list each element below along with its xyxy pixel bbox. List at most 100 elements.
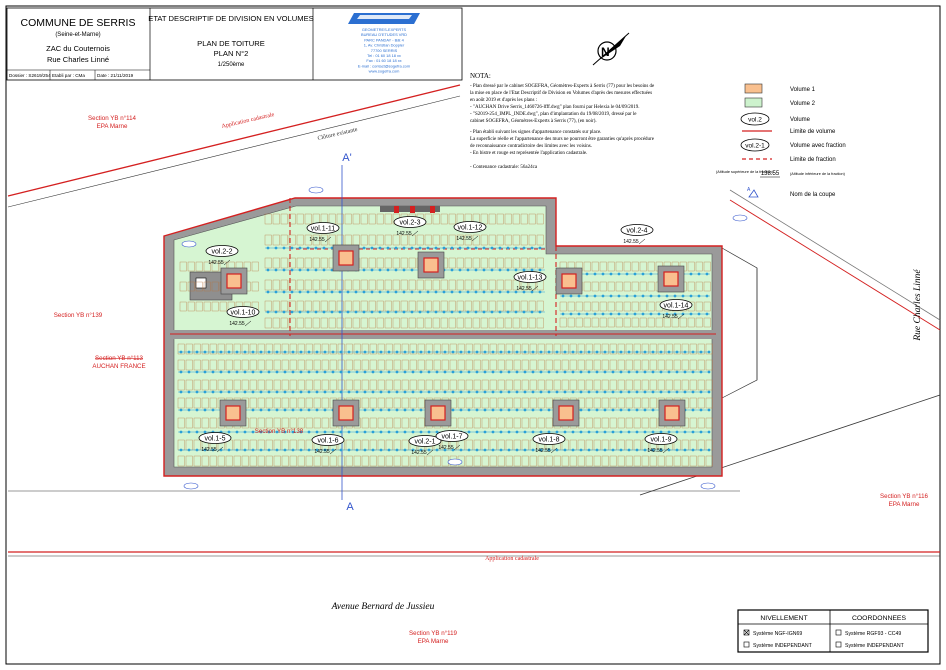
panel-cell — [609, 455, 617, 467]
panel-cell — [529, 417, 537, 429]
panel-cell — [457, 359, 465, 371]
panel-cell — [488, 234, 496, 246]
panel-cell — [393, 379, 401, 391]
panel-cell — [449, 343, 457, 355]
panel-cell — [280, 234, 288, 246]
nota-block: NOTA:- Plan dressé par le cabinet SOGEFR… — [470, 72, 655, 170]
panel-cell — [536, 317, 544, 329]
volume-ellipse — [408, 435, 442, 447]
panel-cell — [513, 379, 521, 391]
panel-cell — [251, 261, 259, 272]
panel-cell — [352, 279, 360, 291]
panel-cell — [528, 317, 536, 329]
panel-cell — [567, 317, 575, 328]
panel-cell — [177, 455, 185, 467]
panel-cell — [631, 281, 639, 292]
panel-cell — [585, 359, 593, 371]
panel-cell — [217, 359, 225, 371]
panel-cell — [225, 455, 233, 467]
nota-heading: NOTA: — [470, 72, 491, 80]
panel-cell — [513, 359, 521, 371]
panel-cell — [321, 343, 329, 355]
panel-cell — [408, 234, 416, 246]
panel-cell — [209, 455, 217, 467]
panel-cell — [489, 397, 497, 409]
firm-line: www.sogefra.com — [369, 69, 400, 74]
panel-cell — [641, 397, 649, 409]
panel-cell — [289, 455, 297, 467]
nota-line: - Contenance cadastrale: 56a24ca — [470, 165, 538, 170]
panel-cell — [433, 455, 441, 467]
panel-cell — [703, 261, 711, 272]
panel-cell — [703, 281, 711, 292]
volume1-block — [423, 257, 439, 273]
panel-cell — [195, 281, 203, 292]
panel-cell — [689, 359, 697, 371]
skylight-frame — [657, 265, 685, 293]
panel-cell — [456, 257, 464, 269]
panel-cell — [280, 213, 288, 225]
panel-cell — [328, 279, 336, 291]
panel-cell — [559, 317, 567, 328]
panel-cell — [465, 379, 473, 391]
panel-cell — [448, 213, 456, 225]
panel-cell — [457, 379, 465, 391]
panel-cell — [417, 359, 425, 371]
panel-cell — [673, 379, 681, 391]
panel-cell — [529, 359, 537, 371]
panel-cell — [665, 343, 673, 355]
panel-cell — [575, 301, 583, 312]
panel-cell — [361, 343, 369, 355]
panel-cell — [440, 317, 448, 329]
panel-cell — [513, 455, 521, 467]
panel-cell — [456, 234, 464, 246]
panel-cell — [689, 455, 697, 467]
section-139: Section YB n°139 — [54, 312, 103, 319]
panel-cell — [241, 455, 249, 467]
panel-cell — [512, 317, 520, 329]
panel-cell — [536, 257, 544, 269]
panel-cell — [504, 234, 512, 246]
panel-cell — [384, 234, 392, 246]
panel-cell — [601, 379, 609, 391]
panel-cell — [441, 343, 449, 355]
checkbox-indep-coord[interactable] — [835, 641, 842, 648]
panel-cell — [257, 359, 265, 371]
panel-cell — [617, 359, 625, 371]
panel-cell — [585, 397, 593, 409]
section-119: Section YB n°119 — [409, 630, 458, 637]
plan-number: PLAN N°2 — [214, 49, 249, 58]
panel-cell — [425, 359, 433, 371]
volume-ellipse — [659, 299, 693, 311]
panel-cell — [639, 281, 647, 292]
panel-cell — [329, 359, 337, 371]
panel-cell — [392, 317, 400, 329]
panel-cell — [179, 301, 187, 312]
panel-cell — [464, 279, 472, 291]
panel-cell — [647, 281, 655, 292]
panel-cell — [601, 417, 609, 429]
panel-cell — [631, 317, 639, 328]
panel-cell — [481, 417, 489, 429]
checkbox-rgf[interactable] — [835, 629, 842, 636]
plan-date: Date : 21/11/2019 — [97, 73, 134, 78]
panel-cell — [480, 317, 488, 329]
panel-cell — [185, 417, 193, 429]
panel-cell — [203, 281, 211, 292]
panel-cell — [615, 281, 623, 292]
section-113: Section YB n°113 — [95, 355, 144, 362]
legend-ellipse — [740, 112, 770, 126]
panel-cell — [647, 317, 655, 328]
panel-cell — [424, 317, 432, 329]
panel-cell — [321, 455, 329, 467]
panel-cell — [273, 397, 281, 409]
panel-cell — [376, 257, 384, 269]
volume-altitude: 142.55 — [314, 449, 330, 455]
checkbox-indep-niv[interactable] — [743, 641, 750, 648]
panel-cell — [583, 261, 591, 272]
panel-cell — [177, 397, 185, 409]
panel-cell — [280, 257, 288, 269]
panel-cell — [591, 261, 599, 272]
panel-cell — [496, 279, 504, 291]
panel-cell — [528, 257, 536, 269]
